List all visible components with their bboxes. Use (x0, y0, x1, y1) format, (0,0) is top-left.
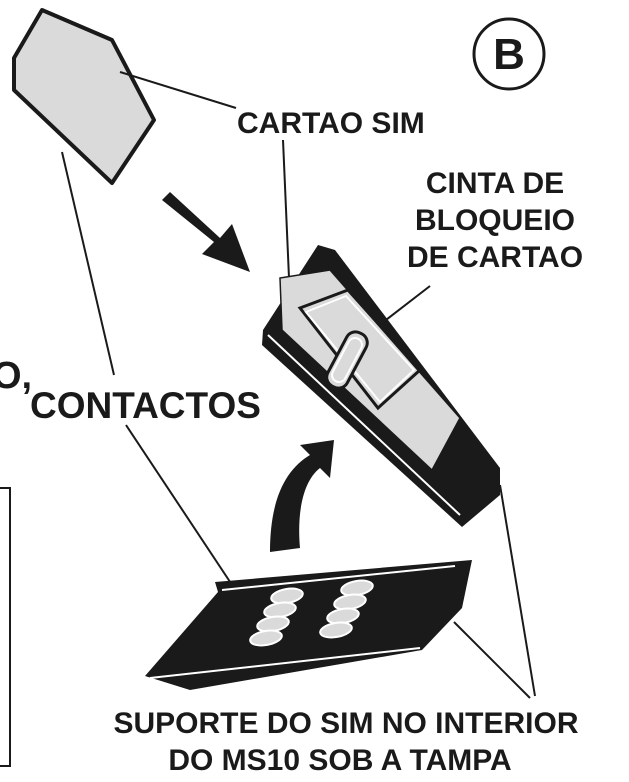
label-lock-strap-line-3: DE CARTAO (407, 241, 583, 274)
label-lock-strap-line-1: CINTA DE (426, 167, 564, 200)
label-holder: SUPORTE DO SIM NO INTERIOR DO MS10 SOB A… (113, 707, 578, 777)
sim-holder-closed (262, 245, 500, 527)
label-holder-line-1: SUPORTE DO SIM NO INTERIOR (113, 707, 578, 740)
label-sim-card: CARTAO SIM (237, 107, 425, 140)
badge-letter: B (493, 30, 525, 79)
panel-badge: B (472, 17, 546, 91)
flip-arrow-icon (270, 440, 334, 552)
label-lock-strap-line-2: BLOQUEIO (415, 204, 575, 237)
leader-lines (61, 71, 536, 699)
label-holder-line-2: DO MS10 SOB A TAMPA (168, 744, 511, 777)
left-panel-edge (0, 487, 11, 767)
insert-arrow-icon (162, 192, 250, 272)
label-contacts: CONTACTOS (30, 385, 261, 426)
sim-holder-open (145, 560, 472, 690)
contact-pads (249, 579, 374, 647)
partial-left-text: O, (0, 355, 32, 397)
sim-card-loose (12, 8, 156, 185)
label-lock-strap: CINTA DE BLOQUEIO DE CARTAO (407, 167, 583, 274)
